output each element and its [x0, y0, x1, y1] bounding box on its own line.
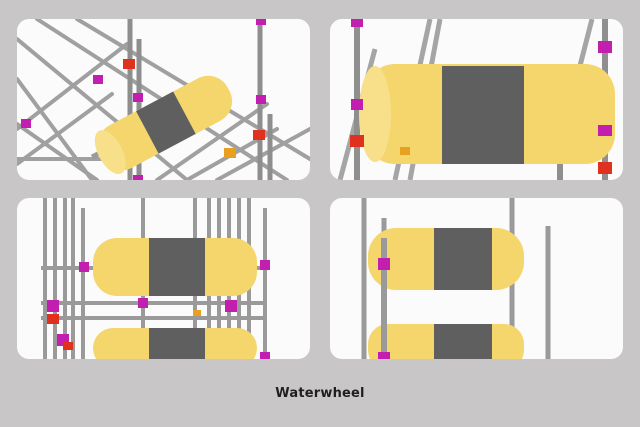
figure-caption: Waterwheel: [275, 386, 365, 401]
waterwheel-side-render: [361, 198, 551, 359]
render-panel-angled-view: [17, 19, 310, 180]
waterwheel-front-render: [41, 198, 270, 359]
render-panel-close-up: [330, 19, 623, 180]
render-panel-front-view: [17, 198, 310, 359]
waterwheel-angled-render: [17, 19, 310, 180]
render-panel-side-view: [330, 198, 623, 359]
waterwheel-closeup-render: [337, 19, 615, 180]
